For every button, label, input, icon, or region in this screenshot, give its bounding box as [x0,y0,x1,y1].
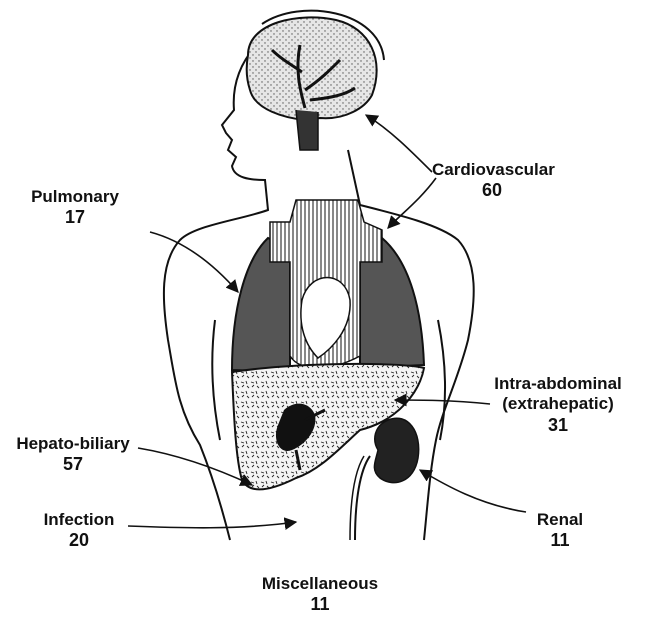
label-renal-count: 11 [520,530,600,552]
label-renal: Renal 11 [520,510,600,552]
label-pulmonary-count: 17 [30,207,120,229]
label-miscellaneous-count: 11 [250,594,390,616]
label-intra-abdominal: Intra-abdominal (extrahepatic) 31 [488,374,628,436]
label-cardiovascular-name: Cardiovascular [432,160,552,180]
label-miscellaneous: Miscellaneous 11 [250,574,390,616]
label-cardiovascular-count: 60 [432,180,552,202]
label-pulmonary-name: Pulmonary [30,187,120,207]
arrow-renal [420,470,526,512]
arrow-cardiovascular-to-brain [366,115,432,172]
label-infection: Infection 20 [34,510,124,552]
label-hepato-biliary-name: Hepato-biliary [8,434,138,454]
label-infection-count: 20 [34,530,124,552]
kidney-icon [350,418,419,540]
label-cardiovascular: Cardiovascular 60 [432,160,552,202]
label-intra-abdominal-name: Intra-abdominal [488,374,628,394]
brain-icon [247,11,384,150]
label-intra-abdominal-name2: (extrahepatic) [488,394,628,414]
arrow-intra-abdominal [395,400,490,404]
label-infection-name: Infection [34,510,124,530]
arrow-infection [128,522,296,528]
label-miscellaneous-name: Miscellaneous [250,574,390,594]
arrow-cardiovascular-to-heart [388,178,436,228]
label-hepato-biliary: Hepato-biliary 57 [8,434,138,476]
label-renal-name: Renal [520,510,600,530]
label-hepato-biliary-count: 57 [8,454,138,476]
label-intra-abdominal-count: 31 [488,415,628,437]
label-pulmonary: Pulmonary 17 [30,187,120,229]
arrow-pulmonary [150,232,238,292]
arrow-hepato-biliary [138,448,252,485]
